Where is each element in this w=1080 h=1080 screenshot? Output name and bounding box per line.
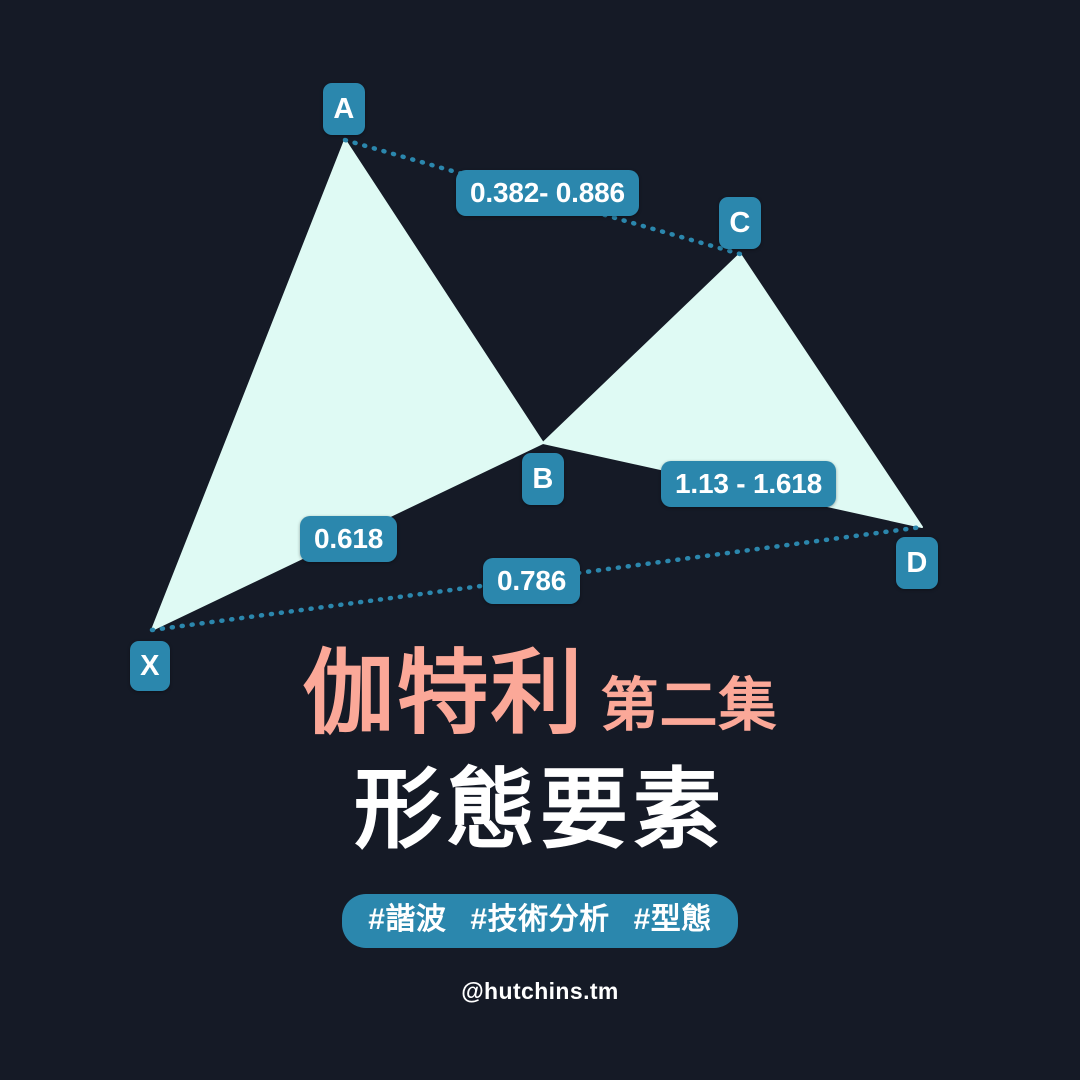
ratio-label-ab[interactable]: 0.618 — [300, 516, 398, 562]
point-label-a: A — [333, 92, 355, 125]
point-label-b: B — [532, 462, 554, 495]
measure-line-ac — [342, 137, 743, 257]
hashtag-pill[interactable]: #諧波 #技術分析 #型態 — [342, 894, 738, 948]
point-label-x: X — [140, 649, 160, 682]
ratio-value-cd: 1.13 - 1.618 — [675, 468, 823, 499]
ratio-value-bc: 0.382- 0.886 — [470, 177, 625, 208]
headline-row: 伽特利 第二集 — [0, 648, 1080, 740]
ratio-label-cd[interactable]: 1.13 - 1.618 — [661, 461, 837, 507]
title-block: 伽特利 第二集 形態要素 #諧波 #技術分析 #型態 @hutchins.tm — [0, 648, 1080, 1005]
headline-main: 伽特利 — [302, 643, 585, 745]
subtitle: 形態要素 — [353, 760, 726, 859]
point-badge-c[interactable]: C — [719, 197, 761, 249]
ratio-value-ab: 0.618 — [314, 523, 384, 554]
tag-pill-wrapper: #諧波 #技術分析 #型態 — [0, 894, 1080, 948]
point-badge-b[interactable]: B — [522, 453, 564, 505]
account-handle[interactable]: @hutchins.tm — [461, 978, 619, 1004]
point-badge-a[interactable]: A — [323, 83, 365, 135]
hashtag-item-2[interactable]: #型態 — [633, 903, 712, 936]
headline-episode: 第二集 — [600, 673, 778, 738]
ratio-value-xd: 0.786 — [497, 565, 567, 596]
hashtag-item-0[interactable]: #諧波 — [368, 903, 447, 936]
hashtag-item-1[interactable]: #技術分析 — [470, 903, 610, 936]
point-label-d: D — [906, 546, 928, 579]
point-badge-x[interactable]: X — [130, 641, 170, 691]
point-badge-d[interactable]: D — [896, 537, 938, 589]
ratio-label-bc[interactable]: 0.382- 0.886 — [456, 170, 639, 216]
point-label-c: C — [729, 206, 751, 239]
ratio-label-xd[interactable]: 0.786 — [483, 558, 581, 604]
